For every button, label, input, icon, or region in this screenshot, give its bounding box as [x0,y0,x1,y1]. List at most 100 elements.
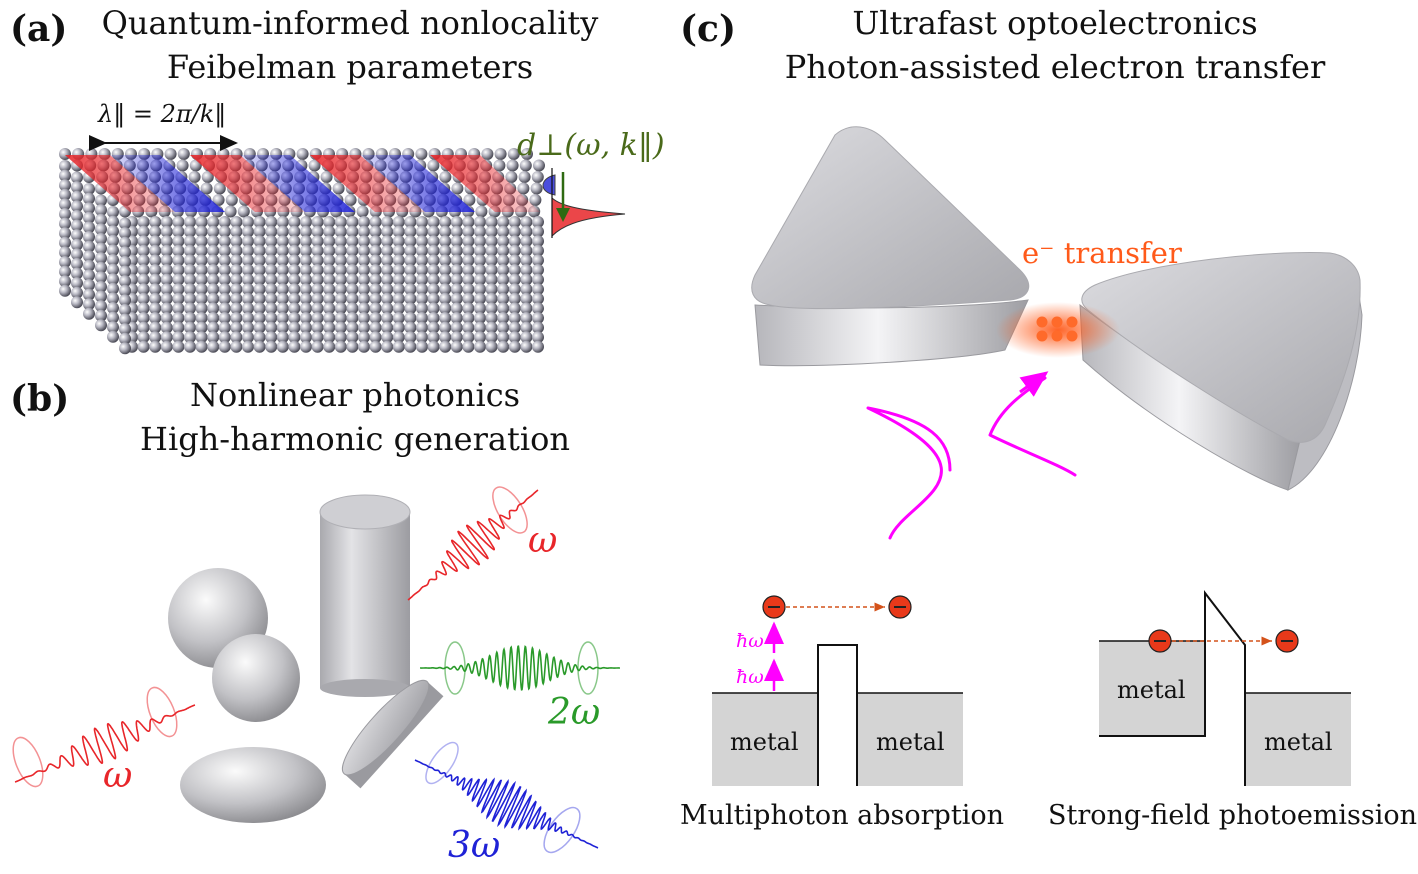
strong-field-diagram [1099,590,1351,786]
lattice-atom [497,340,510,353]
lattice-atom [404,235,417,248]
lattice-atom [369,283,382,296]
lattice-atom [107,263,119,276]
lattice-atom [137,264,150,276]
output-wave-third-harmonic [414,759,599,849]
lattice-atom [427,216,440,228]
lattice-atom [439,340,452,353]
lattice-atom [253,235,266,248]
lattice-atom [474,235,486,248]
lattice-atom [497,235,510,248]
lattice-atom [450,283,463,296]
lattice-atom [107,302,119,314]
lattice-atom [381,273,394,286]
lattice-atom [71,171,83,184]
lattice-atom [137,331,150,344]
lattice-atom [416,235,428,248]
lattice-atom [137,302,150,315]
lattice-atom [427,312,440,324]
lattice-atom [474,254,486,267]
lattice-atom [119,227,131,240]
lattice-atom [462,340,475,353]
lattice-atom [416,302,428,315]
lattice-atom [288,216,301,228]
lattice-atom [485,264,498,276]
lattice-atom [531,171,544,183]
lattice-atom [485,235,498,248]
lattice-atom [497,302,510,315]
lattice-atom [346,283,359,296]
lattice-atom [311,321,324,334]
lattice-atom [212,194,225,206]
lattice-atom [404,244,417,257]
lattice-atom [416,321,428,334]
output-frequency-1-label: ω [528,520,558,561]
lattice-atom [439,235,452,248]
lattice-atom [218,225,231,238]
panel-b [12,486,620,854]
input-wave [14,704,196,783]
lattice-atom [392,292,405,305]
lattice-atom [508,292,521,305]
lattice-atom [230,331,243,344]
lattice-atom [83,211,95,224]
output-frequency-2-label: 2ω [548,692,601,733]
lattice-atom [195,340,208,353]
lattice-atom [323,273,336,286]
lattice-atom [95,290,107,303]
lattice-atom [404,321,417,334]
caption-strong-field: Strong-field photoemission [1048,800,1418,831]
lattice-atom [334,225,347,238]
lattice-atom [508,273,521,286]
lattice-atom [107,292,119,305]
lattice-atom [334,331,347,344]
lattice-atom [253,216,266,228]
lattice-atom [508,216,521,228]
lattice-atom [71,248,83,261]
lattice-atom [71,229,83,242]
lattice-atom [149,216,162,228]
lattice-atom [323,235,336,248]
lattice-atom [462,292,475,305]
lattice-atom [381,321,394,334]
panel-a-title-line2: Feibelman parameters [166,48,534,86]
lattice-atom [59,208,71,220]
lattice-atom [520,321,533,334]
lattice-atom [218,235,231,248]
lattice-atom [474,273,486,286]
lattice-atom [160,292,173,305]
lattice-atom [346,225,359,238]
lattice-atom [474,312,486,324]
lattice-atom [253,302,266,315]
lattice-atom [497,244,510,257]
lattice-atom [323,302,336,315]
metal-label-3: metal [1117,676,1186,704]
lattice-atom [107,273,119,286]
lattice-atom [450,254,463,267]
lattice-atom [242,216,254,228]
lattice-atom [532,312,544,324]
lattice-atom [311,331,324,344]
lattice-atom [253,264,266,276]
lattice-atom [300,340,312,353]
lattice-atom [59,284,71,297]
lattice-atom [242,321,254,334]
lattice-atom [369,321,382,334]
lattice-atom [497,292,510,305]
lattice-atom [358,321,370,334]
lattice-atom [485,321,498,334]
lattice-atom [311,283,324,296]
lattice-atom [311,312,324,324]
lattice-atom [334,235,347,248]
lattice-atom [334,264,347,276]
lattice-atom [497,321,510,334]
lattice-atom [474,340,486,353]
lattice-atom [276,235,289,248]
lattice-atom [308,159,321,172]
lattice-atom [95,309,107,322]
lattice-atom [520,254,533,267]
lattice-atom [311,273,324,286]
lattice-atom [149,264,162,276]
lattice-atom [59,275,71,288]
lattice-atom [300,292,312,305]
